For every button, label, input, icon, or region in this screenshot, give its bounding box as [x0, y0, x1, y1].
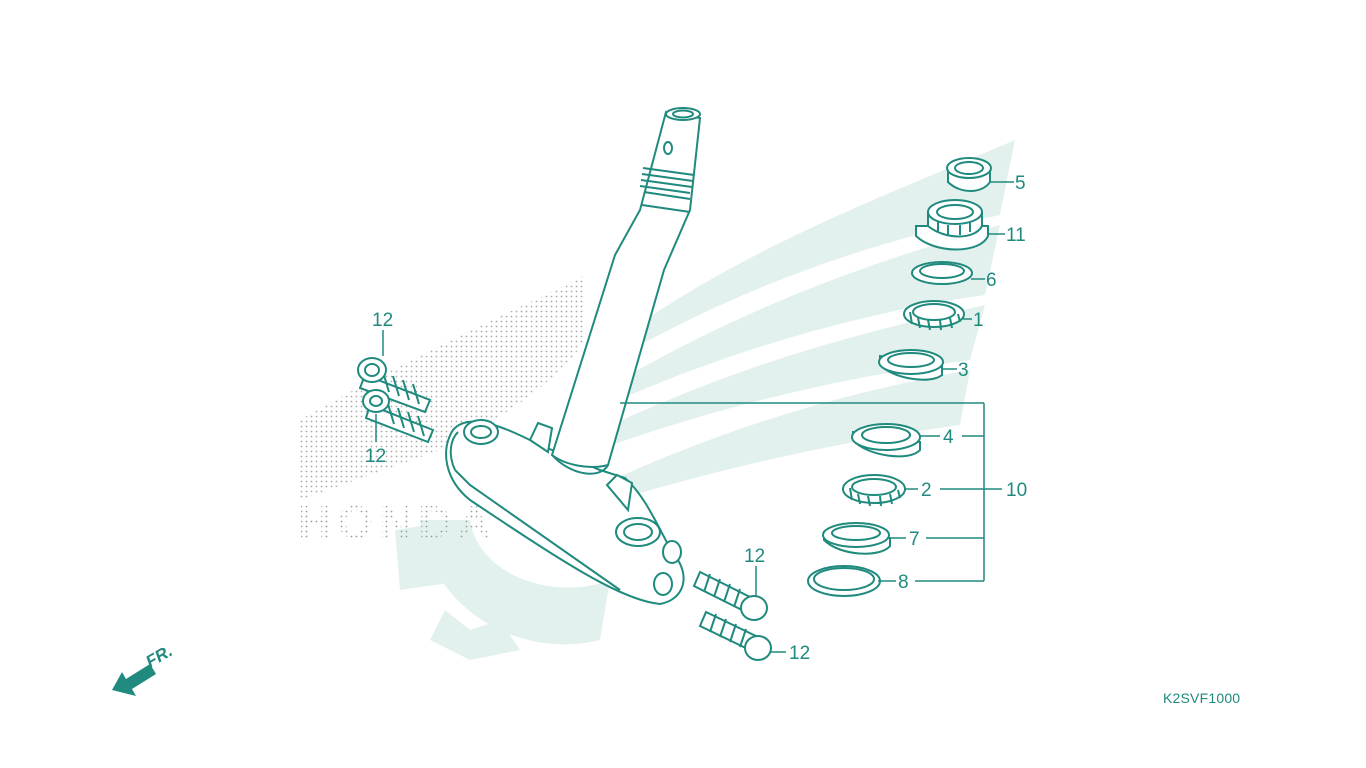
bolt-upper-right[interactable]: [692, 570, 768, 621]
dust-seal-lower[interactable]: [807, 565, 881, 597]
callout-8: 8: [898, 572, 909, 593]
upper-race-outer[interactable]: [878, 349, 944, 381]
callout-12-top-left: 12: [372, 310, 393, 331]
honda-brand-watermark: HONDA: [298, 496, 497, 548]
callout-12-bottom-right: 12: [789, 643, 810, 664]
upper-bearing[interactable]: [903, 300, 965, 331]
bolt-upper-left[interactable]: [357, 357, 432, 414]
callout-12-bottom-left: 12: [365, 446, 386, 467]
leader-lines: [375, 181, 1014, 653]
callout-10: 10: [1006, 480, 1027, 501]
callout-7: 7: [909, 529, 920, 550]
adjusting-nut[interactable]: [915, 199, 989, 251]
steering-stem[interactable]: [445, 107, 702, 606]
callout-3: 3: [958, 360, 969, 381]
callout-12-top-right: 12: [744, 546, 765, 567]
lower-race-inner[interactable]: [822, 522, 891, 555]
honda-wing-watermark: [300, 140, 1015, 660]
callout-1: 1: [973, 310, 984, 331]
lower-bearing[interactable]: [842, 474, 906, 507]
lock-nut[interactable]: [946, 157, 992, 192]
bolt-lower-right[interactable]: [698, 610, 772, 661]
callout-2: 2: [921, 480, 932, 501]
diagram-code: K2SVF1000: [1163, 690, 1241, 706]
bolt-lower-left[interactable]: [362, 389, 435, 444]
callout-11: 11: [1006, 225, 1026, 246]
dust-seal[interactable]: [911, 261, 973, 285]
callout-4: 4: [943, 427, 954, 448]
callout-5: 5: [1015, 173, 1026, 194]
front-direction-arrow: [112, 664, 156, 696]
callout-6: 6: [986, 270, 997, 291]
lower-race-outer[interactable]: [851, 423, 921, 458]
